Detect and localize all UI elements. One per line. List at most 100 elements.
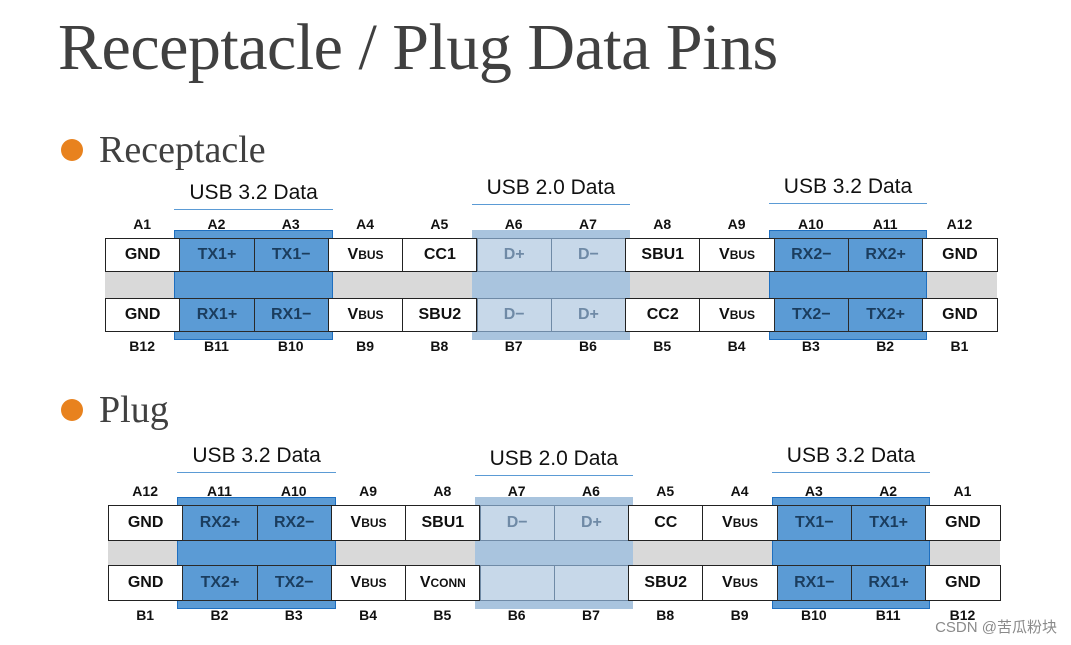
signal-name: V [350,514,362,531]
top-pin-label: A7 [507,483,526,499]
signal-name: V [347,306,359,323]
top-pin-label: A5 [656,483,675,499]
signal-name: GND [942,306,978,323]
signal-name: RX1− [271,306,312,323]
signal-name: D− [506,514,528,531]
receptacle-heading: Receptacle [99,129,266,171]
bottom-pin-label: B6 [507,607,526,623]
bottom-signal-cell: SBU2 [402,298,478,332]
usb20-label: USB 2.0 Data [474,447,634,476]
signal-name: CC1 [423,246,456,263]
signal-subscript: BUS [732,576,759,590]
bullet-dot-icon [61,399,83,421]
top-signal-cell: GND [925,505,1001,541]
signal-name: SBU2 [644,574,688,591]
signal-name: TX1− [794,514,834,531]
bottom-pin-label: B7 [581,607,600,623]
top-signal-cell: D− [550,238,627,272]
bullet-dot-icon [61,139,83,161]
top-pin-label: A4 [730,483,749,499]
bottom-signal-cell: D− [476,298,552,332]
bottom-signal-cell [553,565,630,601]
bottom-pin-label: B2 [876,338,895,354]
signal-name: SBU1 [421,514,465,531]
top-signal-cell: D+ [476,238,552,272]
usb32-left-label: USB 3.2 Data [174,181,333,210]
top-pin-label: A1 [953,483,972,499]
bottom-pin-label: B12 [129,338,155,354]
bottom-pin-label: B4 [727,338,746,354]
top-pin-label: A4 [356,216,374,232]
top-pin-label: A11 [872,216,898,232]
bottom-signal-cell: GND [925,565,1001,601]
top-pin-label: A2 [879,483,898,499]
bottom-pin-label: B5 [653,338,672,354]
top-signal-cell: CC1 [402,238,478,272]
page-title: Receptacle / Plug Data Pins [58,11,778,84]
usb32-right-label: USB 3.2 Data [768,175,928,204]
signal-name: TX1− [271,246,311,263]
signal-name: RX2− [791,246,832,263]
top-signal-cell: SBU1 [625,238,701,272]
bottom-signal-cell: CC2 [625,298,701,332]
signal-name: RX1+ [196,306,238,323]
top-signal-cell: TX1− [776,505,852,541]
top-pin-label: A6 [504,216,523,232]
signal-name: V [419,574,431,591]
signal-name: V [347,246,359,263]
top-signal-cell: TX1+ [851,505,927,541]
signal-name: GND [945,574,981,591]
signal-name: V [719,246,730,263]
bottom-signal-cell: SBU2 [628,565,704,601]
signal-name: D+ [580,514,602,531]
signal-name: CC2 [646,306,679,323]
signal-name: GND [127,514,164,531]
bottom-signal-cell: GND [105,298,181,332]
bottom-pin-label: B5 [433,607,452,623]
signal-subscript: CONN [430,576,466,590]
signal-name: V [719,306,730,323]
bottom-pin-label: B11 [875,607,901,623]
signal-name: TX1+ [197,246,237,263]
bottom-pin-label: B11 [203,338,229,354]
top-pin-label: A10 [797,216,824,232]
signal-name: RX1− [794,574,835,591]
bottom-pin-label: B9 [730,607,749,623]
signal-name: TX2− [791,306,831,323]
top-signal-cell: CC [628,505,704,541]
signal-subscript: BUS [358,308,384,322]
bottom-signal-cell [479,565,555,601]
signal-name: GND [127,574,164,591]
top-pin-label: A11 [206,483,232,499]
top-pin-label: A3 [804,483,823,499]
top-pin-label: A8 [433,483,452,499]
bottom-signal-cell: GND [922,298,998,332]
top-signal-cell: D+ [553,505,630,541]
signal-name: V [722,514,733,531]
signal-name: D− [577,246,599,263]
bottom-pin-label: B4 [359,607,377,623]
top-signal-cell: D− [479,505,555,541]
signal-subscript: BUS [729,308,756,322]
top-signal-cell: RX2− [256,505,332,541]
top-pin-label: A5 [430,216,449,232]
bottom-pin-label: B8 [656,607,675,623]
top-signal-cell: SBU1 [405,505,481,541]
plug-heading: Plug [99,389,169,431]
top-signal-cell: GND [922,238,998,272]
signal-name: GND [942,246,978,263]
bottom-signal-cell: TX2− [256,565,332,601]
signal-subscript: BUS [729,248,756,262]
top-signal-cell: GND [105,238,181,272]
signal-name: GND [124,246,161,263]
bottom-pin-label: B8 [430,338,449,354]
top-pin-label: A8 [653,216,672,232]
signal-name: V [722,574,733,591]
bottom-signal-cell: D+ [550,298,627,332]
